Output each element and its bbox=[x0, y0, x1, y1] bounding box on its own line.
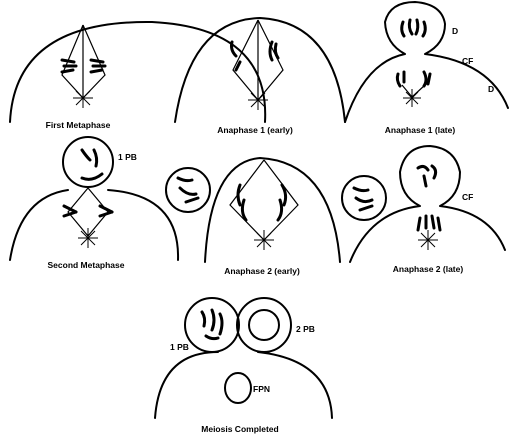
second-polar-body-nucleus bbox=[249, 310, 279, 340]
spindle bbox=[230, 160, 298, 240]
egg-outline bbox=[205, 158, 340, 262]
label-cf: CF bbox=[462, 192, 473, 202]
panel-caption: Anaphase 1 (late) bbox=[385, 125, 456, 135]
egg-outline bbox=[10, 22, 265, 122]
spindle bbox=[233, 20, 283, 100]
egg-outline bbox=[175, 18, 345, 122]
panel-anaphase-2-early: Anaphase 2 (early) bbox=[166, 158, 340, 276]
egg-outline bbox=[10, 190, 68, 260]
aster bbox=[254, 230, 274, 250]
polar-body-chromosomes bbox=[354, 188, 372, 210]
egg-outline bbox=[345, 2, 508, 122]
chromosomes-top bbox=[402, 20, 426, 36]
label-1pb: 1 PB bbox=[118, 152, 137, 162]
spindle bbox=[402, 85, 425, 97]
second-polar-body bbox=[237, 298, 291, 352]
panel-first-metaphase: First Metaphase bbox=[10, 22, 265, 130]
panel-anaphase-1-late: D CF D Anaphase 1 (late) bbox=[345, 2, 508, 135]
aster bbox=[78, 228, 98, 248]
polar-body-chromosomes bbox=[202, 310, 222, 339]
panel-anaphase-2-late: CF Anaphase 2 (late) bbox=[342, 146, 505, 274]
first-polar-body bbox=[342, 176, 386, 220]
chromosomes-top bbox=[418, 166, 436, 186]
panel-meiosis-completed: 1 PB 2 PB FPN Meiosis Completed bbox=[155, 298, 332, 434]
panel-caption: Anaphase 2 (late) bbox=[393, 264, 464, 274]
chromosomes bbox=[238, 185, 286, 220]
polar-body-chromosomes bbox=[178, 178, 198, 202]
aster bbox=[73, 88, 93, 108]
aster bbox=[248, 90, 268, 110]
egg-outline bbox=[155, 352, 218, 418]
label-2pb: 2 PB bbox=[296, 324, 315, 334]
panel-caption: Second Metaphase bbox=[48, 260, 125, 270]
aster bbox=[418, 230, 438, 250]
chromosomes-bottom bbox=[418, 216, 440, 230]
chromosomes-bottom bbox=[397, 72, 430, 86]
label-d-bottom: D bbox=[488, 84, 494, 94]
label-1pb: 1 PB bbox=[170, 342, 189, 352]
first-polar-body bbox=[166, 168, 210, 212]
label-cf: CF bbox=[462, 56, 473, 66]
female-pronucleus bbox=[225, 373, 251, 403]
panel-caption: Anaphase 2 (early) bbox=[224, 266, 300, 276]
panel-anaphase-1-early: Anaphase 1 (early) bbox=[175, 18, 345, 135]
polar-body-chromosomes bbox=[82, 150, 102, 179]
label-d-top: D bbox=[452, 26, 458, 36]
chromosomes bbox=[232, 42, 279, 70]
label-fpn: FPN bbox=[253, 384, 270, 394]
panel-second-metaphase: 1 PB Second Metaphase bbox=[10, 137, 178, 270]
panel-caption: Meiosis Completed bbox=[201, 424, 278, 434]
panel-caption: First Metaphase bbox=[46, 120, 111, 130]
panel-caption: Anaphase 1 (early) bbox=[217, 125, 293, 135]
